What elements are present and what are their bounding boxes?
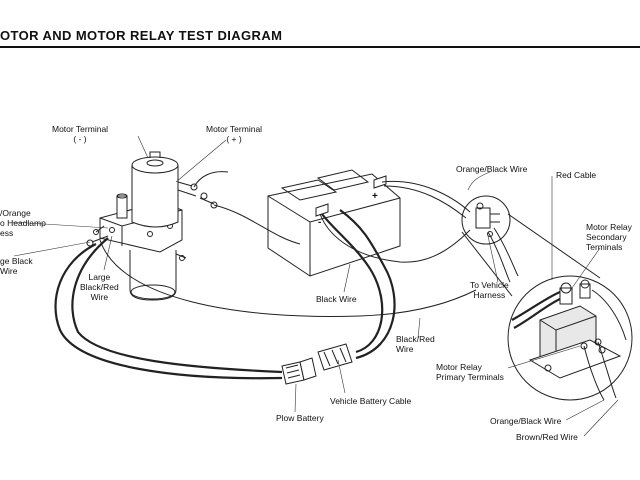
motor-relay-zoom (461, 213, 633, 401)
leader-lines (11, 135, 619, 437)
battery-positive-sign: + (372, 191, 378, 202)
black-wire-label: Black Wire (316, 294, 357, 304)
wires (54, 171, 519, 380)
motor-relay-small (461, 195, 511, 245)
battery (267, 169, 401, 277)
motor-assembly (86, 151, 218, 301)
motor-terminal-positive-label: Motor Terminal( + ) (206, 124, 263, 144)
vehicle-battery-cable-label: Vehicle Battery Cable (330, 396, 412, 406)
title-rule (0, 46, 640, 48)
vehicle-battery-connector (317, 343, 353, 371)
plow-battery-label: Plow Battery (276, 413, 324, 423)
red-cable-label: Red Cable (556, 170, 597, 180)
brown-red-wire-label: Brown/Red Wire (516, 432, 578, 442)
motor-terminal-negative-label: Motor Terminal( - ) (52, 124, 109, 144)
page-title: OTOR AND MOTOR RELAY TEST DIAGRAM (0, 28, 283, 43)
orange-black-wire-bottom-label: Orange/Black Wire (490, 416, 562, 426)
orange-black-wire-top-label: Orange/Black Wire (456, 164, 528, 174)
plow-battery-connector (281, 357, 317, 385)
battery-negative-sign: - (318, 217, 322, 228)
